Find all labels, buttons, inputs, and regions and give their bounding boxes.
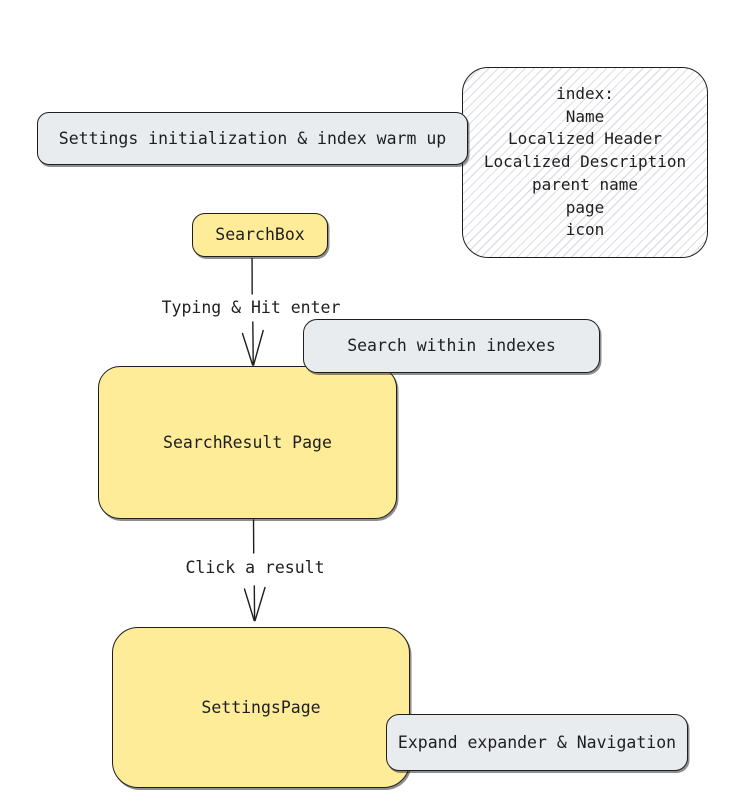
node-label: SearchResult Page bbox=[163, 432, 332, 452]
node-expand-navigation: Expand expander & Navigation bbox=[386, 714, 688, 771]
arrowhead-line bbox=[254, 586, 266, 622]
arrowhead-line bbox=[243, 588, 255, 622]
node-searchbox: SearchBox bbox=[192, 213, 328, 257]
node-settingspage: SettingsPage bbox=[112, 627, 410, 788]
index-note-line: icon bbox=[565, 220, 605, 240]
arrowhead-line bbox=[252, 329, 264, 366]
node-label: Search within indexes bbox=[347, 336, 556, 355]
node-label: Settings initialization & index warm up bbox=[58, 128, 447, 148]
index-note-line: page bbox=[565, 197, 605, 217]
index-note-line: Name bbox=[565, 106, 605, 126]
node-label: SearchBox bbox=[215, 225, 305, 244]
arrowhead-line bbox=[241, 332, 254, 366]
node-searchresult-page: SearchResult Page bbox=[98, 366, 397, 519]
index-note-line: index: bbox=[556, 83, 614, 103]
node-index-note: index: Name Localized Header Localized D… bbox=[462, 67, 708, 258]
index-note-line: Localized Description bbox=[483, 152, 687, 172]
index-note-line: Localized Header bbox=[507, 129, 663, 149]
node-label: Expand expander & Navigation bbox=[397, 732, 677, 752]
node-settings-initialization: Settings initialization & index warm up bbox=[37, 112, 468, 165]
node-search-within-indexes: Search within indexes bbox=[303, 319, 600, 373]
edge-label-click-a-result: Click a result bbox=[185, 558, 325, 577]
index-note-line: parent name bbox=[532, 174, 638, 194]
node-label: SettingsPage bbox=[201, 697, 321, 717]
edge-label-typing-hit-enter: Typing & Hit enter bbox=[161, 298, 341, 317]
